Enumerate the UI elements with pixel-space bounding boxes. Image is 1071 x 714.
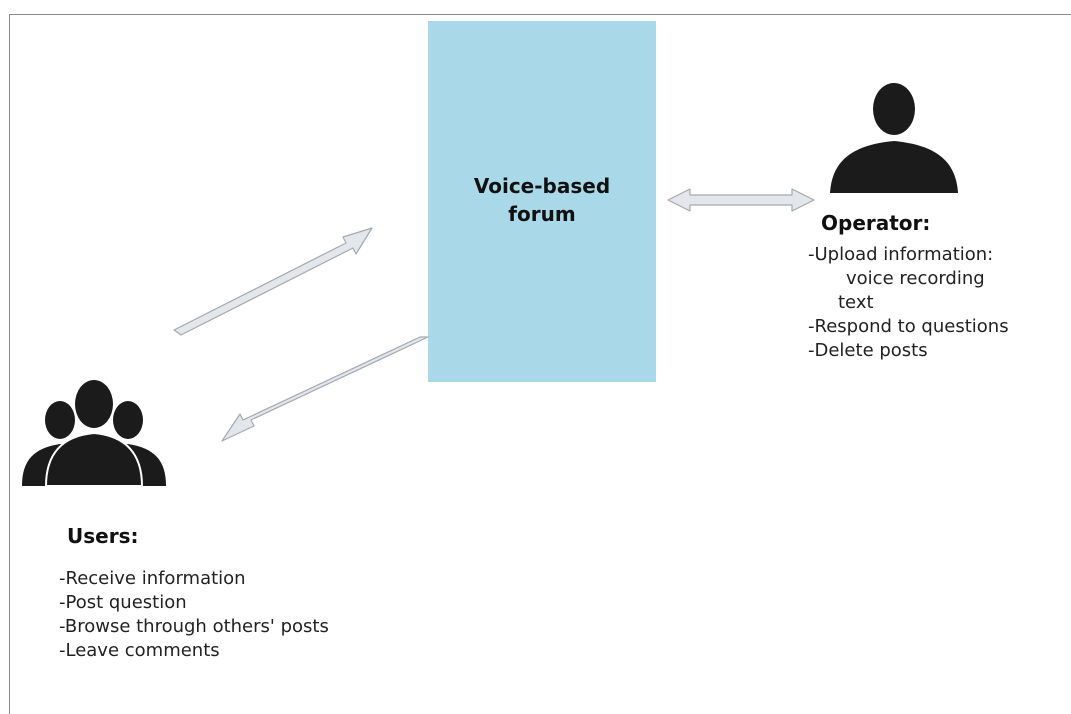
operator-action-subitem: voice recording	[846, 268, 985, 289]
operator-action-subitem: text	[838, 292, 874, 313]
diagram-frame	[9, 14, 1071, 714]
arrow-users-to-forum	[173, 227, 373, 336]
forum-title-line-1: Voice-based	[473, 174, 611, 198]
users-heading: Users:	[67, 524, 139, 548]
voice-based-forum-box: Voice-based forum	[428, 21, 656, 382]
operator-actions-list: -Upload information: voice recording tex…	[808, 243, 1071, 363]
users-actions-list: -Receive information -Post question -Bro…	[59, 567, 329, 663]
users-action-item: -Post question	[59, 592, 187, 613]
arrow-forum-operator-bidirectional	[667, 188, 815, 212]
connection-arrows	[173, 188, 815, 442]
operator-action-item: -Respond to questions	[808, 316, 1009, 337]
arrow-forum-to-users	[221, 336, 429, 442]
forum-title-line-2: forum	[508, 202, 576, 226]
operator-action-item: -Delete posts	[808, 340, 928, 361]
person-icon	[830, 83, 958, 193]
users-group-icon	[22, 380, 166, 487]
users-action-item: -Browse through others' posts	[59, 616, 329, 637]
operator-heading: Operator:	[821, 211, 931, 235]
operator-action-item: -Upload information:	[808, 244, 994, 265]
users-action-item: -Leave comments	[59, 640, 220, 661]
users-action-item: -Receive information	[59, 568, 246, 589]
forum-title: Voice-based forum	[428, 172, 656, 228]
